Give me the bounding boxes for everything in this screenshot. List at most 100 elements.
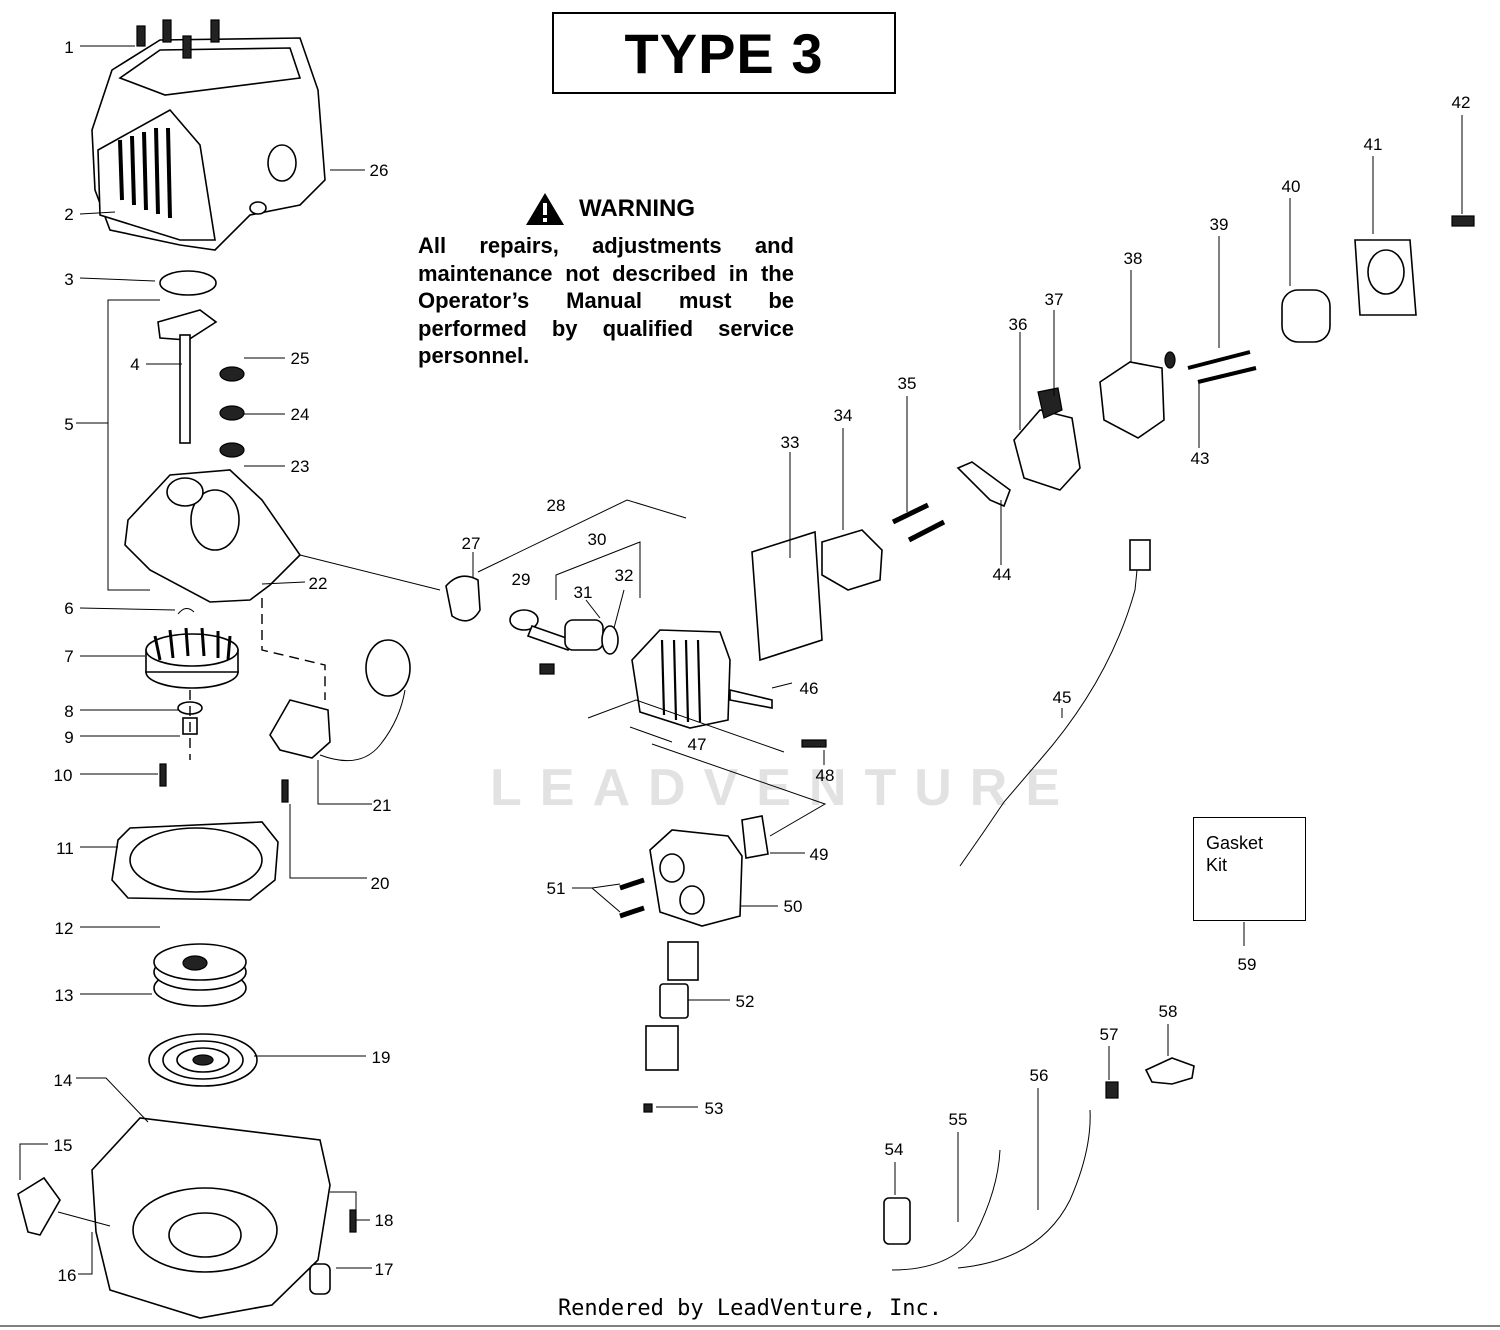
callout-38: 38 [1124, 249, 1143, 268]
carburetor [1013, 387, 1081, 491]
ignition-coil [269, 639, 411, 762]
callout-52: 52 [736, 992, 755, 1011]
bearings [219, 366, 245, 458]
muffler-cover [645, 1025, 679, 1071]
rewind-spring [148, 1033, 258, 1087]
insulator-gasket [751, 530, 823, 662]
callout-34: 34 [834, 406, 853, 425]
grommet [309, 1263, 331, 1295]
callout-45: 45 [1053, 688, 1072, 707]
callout-32: 32 [615, 566, 634, 585]
callout-11: 11 [56, 839, 74, 858]
mounting-screws [1187, 350, 1257, 384]
callout-18: 18 [375, 1211, 394, 1230]
callout-4: 4 [130, 355, 139, 374]
circlip [177, 608, 195, 615]
callout-51: 51 [547, 879, 566, 898]
callout-15: 15 [54, 1136, 73, 1155]
warning-text: All repairs, adjustments and maintenance… [418, 233, 794, 368]
piston [564, 619, 604, 651]
wrist-pin [539, 663, 555, 675]
callout-31: 31 [574, 583, 593, 602]
callout-59: 59 [1238, 955, 1257, 974]
leader-lines [19, 45, 1463, 1275]
callout-40: 40 [1282, 177, 1301, 196]
starter-handle [17, 1176, 61, 1236]
warning-notice: WARNING All repairs, adjustments and mai… [418, 192, 794, 370]
fuel-filter [883, 1197, 911, 1245]
washer [1164, 351, 1176, 369]
callout-24: 24 [291, 405, 310, 424]
callout-53: 53 [705, 1099, 724, 1118]
throttle-cable [959, 539, 1141, 867]
callout-7: 7 [64, 647, 73, 666]
callout-19: 19 [372, 1048, 391, 1067]
alignment-line [261, 598, 326, 700]
callout-8: 8 [64, 702, 73, 721]
callout-14: 14 [54, 1071, 73, 1090]
callout-10: 10 [54, 766, 73, 785]
callout-28: 28 [547, 496, 566, 515]
callout-22: 22 [309, 574, 328, 593]
air-filter-base [1099, 361, 1165, 439]
callout-35: 35 [898, 374, 917, 393]
callout-16: 16 [58, 1266, 77, 1285]
callout-13: 13 [55, 986, 74, 1005]
muffler-gasket-plate [659, 983, 689, 1019]
callout-48: 48 [816, 766, 835, 785]
callout-25: 25 [291, 349, 310, 368]
callout-1: 1 [64, 38, 73, 57]
engine-shroud [91, 19, 326, 251]
muffler-gasket [741, 815, 769, 859]
cover-knob [1451, 215, 1475, 227]
callout-30: 30 [588, 530, 607, 549]
callout-58: 58 [1159, 1002, 1178, 1021]
warning-heading: WARNING [579, 195, 695, 222]
callout-57: 57 [1100, 1025, 1119, 1044]
drive-shaft [157, 309, 218, 444]
callout-5: 5 [64, 415, 73, 434]
spark-arrestor [667, 941, 699, 981]
callout-50: 50 [784, 897, 803, 916]
callout-6: 6 [64, 599, 73, 618]
o-ring [159, 270, 217, 296]
small-screw [643, 1103, 653, 1113]
flywheel [145, 627, 239, 689]
starter-housing [91, 1117, 331, 1319]
footer-credit: Rendered by LeadVenture, Inc. [557, 1296, 943, 1321]
callout-49: 49 [810, 845, 829, 864]
insulator-block [821, 529, 883, 591]
callout-3: 3 [64, 270, 73, 289]
callout-21: 21 [373, 796, 392, 815]
air-filter [1281, 289, 1331, 343]
line-clip [1144, 1057, 1195, 1085]
fuel-line [891, 1149, 1001, 1271]
piston-ring [601, 625, 619, 655]
callout-42: 42 [1452, 93, 1471, 112]
callout-33: 33 [781, 433, 800, 452]
starter-plate [111, 821, 279, 901]
bolt [801, 739, 827, 748]
gasket-kit-box: Gasket Kit [1193, 817, 1306, 921]
callout-37: 37 [1045, 290, 1064, 309]
callout-43: 43 [1191, 449, 1210, 468]
kit-label-line2: Kit [1206, 855, 1228, 875]
coil-screw [281, 779, 289, 803]
callout-2: 2 [64, 205, 73, 224]
carb-gasket [956, 461, 1011, 508]
callout-9: 9 [64, 728, 73, 747]
cylinder [631, 629, 773, 729]
bolts [891, 502, 946, 543]
callout-20: 20 [371, 874, 390, 893]
callout-41: 41 [1364, 135, 1383, 154]
callout-17: 17 [375, 1260, 394, 1279]
housing-screw [349, 1209, 357, 1233]
callout-23: 23 [291, 457, 310, 476]
callout-54: 54 [885, 1140, 904, 1159]
cable-end [1129, 539, 1151, 571]
callout-46: 46 [800, 679, 819, 698]
connecting-rod [509, 609, 574, 652]
callout-36: 36 [1009, 315, 1028, 334]
